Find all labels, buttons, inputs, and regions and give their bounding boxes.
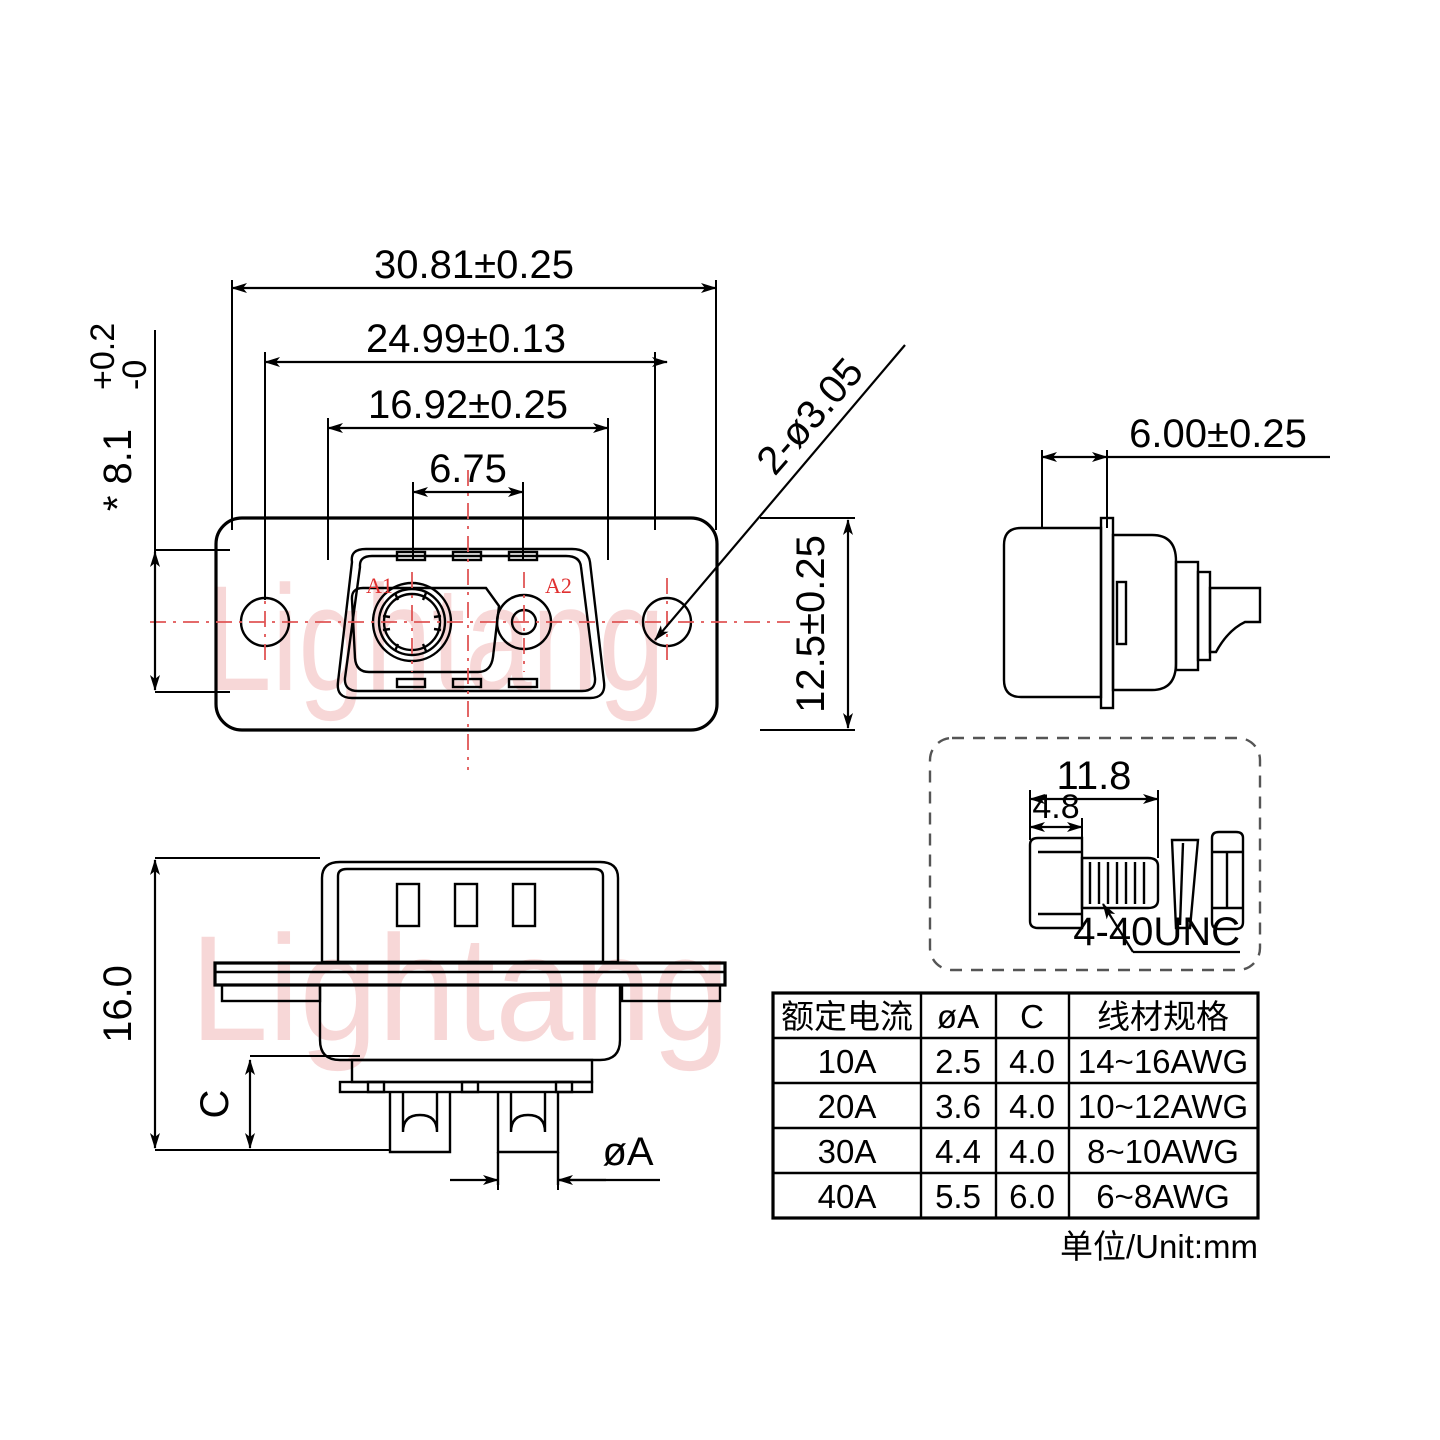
bv-tab-1 [366, 1080, 386, 1094]
front-view: A1 A2 30.81±0.25 24.99±0.13 16.92±0.25 [84, 243, 906, 770]
dim-height-left-text: * 8.1 [96, 429, 140, 511]
spec-header-c: C [1020, 998, 1044, 1035]
shell-dimple-top-1 [395, 550, 427, 562]
spec-table-frame [771, 991, 1260, 1220]
dim-c: C [193, 1055, 360, 1149]
side-boss-2 [1196, 570, 1212, 662]
bv-hood-slot-1 [395, 882, 421, 928]
side-body-rear [1002, 526, 1103, 699]
side-boss-1 [1174, 560, 1200, 672]
dim-overall-width: 30.81±0.25 [231, 243, 717, 530]
front-flange-outline [214, 516, 719, 732]
dim-side-depth: 6.00±0.25 [1041, 412, 1330, 528]
screw-accessory-nut [1210, 830, 1245, 931]
dim-height-left-tol-lower: -0 [116, 360, 154, 390]
dsub-shell-inner-line [343, 554, 597, 693]
spec-header-wire: 线材规格 [1097, 998, 1229, 1035]
screw-detail: 11.8 4.8 4-40UNC [928, 736, 1262, 972]
table-row-phia: 2.5 [935, 1043, 981, 1080]
bv-hood-outer [320, 860, 620, 964]
table-row-current: 40A [818, 1178, 877, 1215]
table-row-wire: 14~16AWG [1078, 1043, 1248, 1080]
dim-inner-width-text: 16.92±0.25 [368, 383, 568, 427]
dim-screw-head-length-text: 4.8 [1032, 788, 1079, 826]
table-row-wire: 8~10AWG [1087, 1133, 1239, 1170]
table-row-c: 4.0 [1009, 1043, 1055, 1080]
screw-accessory-ferrule [1170, 838, 1200, 930]
dim-contact-pitch-text: 6.75 [429, 447, 507, 491]
table-row-c: 4.0 [1009, 1133, 1055, 1170]
dim-screw-pitch-text: 24.99±0.13 [366, 317, 566, 361]
shell-dimple-bot-3 [507, 677, 539, 689]
table-row-c: 4.0 [1009, 1088, 1055, 1125]
bv-tab-bar [338, 1080, 594, 1094]
bv-solder-cup-2 [496, 1092, 560, 1154]
table-row-current: 20A [818, 1088, 877, 1125]
dim-height-right-text: 12.5±0.25 [789, 535, 833, 713]
bv-flange-tab-right [620, 983, 722, 1003]
dim-c-text: C [193, 1090, 237, 1119]
bv-hood-inner [336, 867, 605, 964]
bv-tab-2 [460, 1080, 480, 1094]
dim-height-left-tol-upper: +0.2 [84, 323, 122, 390]
dim-pin-dia: øA [450, 1126, 660, 1190]
dim-overall-width-text: 30.81±0.25 [374, 243, 574, 287]
dim-height-left: * 8.1 +0.2 -0 [84, 323, 230, 693]
leader-thread-spec: 4-40UNC [1073, 903, 1240, 954]
side-front-shell [1111, 533, 1178, 692]
dim-inner-width: 16.92±0.25 [327, 383, 609, 560]
side-view: 6.00±0.25 [1002, 412, 1330, 710]
insulator-trapezoid [350, 586, 501, 674]
bv-lower-body [318, 983, 622, 1062]
shell-dimple-bot-1 [395, 677, 427, 689]
screw-thread-shank [1080, 856, 1160, 910]
bottom-view: 16.0 C øA [96, 857, 727, 1190]
unit-note: 单位/Unit:mm [1060, 1228, 1258, 1265]
dim-screw-pitch: 24.99±0.13 [264, 317, 668, 600]
table-row-current: 30A [818, 1133, 877, 1170]
table-row-phia: 4.4 [935, 1133, 981, 1170]
svg-text:Lightang: Lightang [190, 904, 730, 1072]
spec-header-phia: øA [937, 998, 979, 1035]
spec-table: 额定电流 øA C 线材规格 10A 2.5 4.0 14~16AWG 20A … [771, 991, 1260, 1220]
screw-hex-head [1028, 836, 1084, 930]
bv-solder-cup-1 [388, 1092, 452, 1154]
shell-dimple-bot-2 [451, 677, 483, 689]
watermark-bottom: Lightang [190, 904, 730, 1072]
dim-screw-length: 11.8 [1029, 754, 1159, 858]
side-wire-barrel [1208, 586, 1262, 654]
dim-total-height: 16.0 [96, 857, 390, 1151]
side-inner-slot [1115, 580, 1128, 646]
table-row-current: 10A [818, 1043, 877, 1080]
shell-dimple-top-2 [451, 550, 483, 562]
dim-side-depth-text: 6.00±0.25 [1129, 412, 1307, 456]
dsub-shell-outer-line [336, 547, 606, 700]
table-row-c: 6.0 [1009, 1178, 1055, 1215]
pin-label-a2: A2 [545, 573, 572, 598]
dim-pin-dia-text: øA [602, 1130, 653, 1174]
bv-hood-slot-3 [511, 882, 537, 928]
leader-thread-spec-text: 4-40UNC [1073, 910, 1240, 954]
pin-label-a1: A1 [366, 573, 393, 598]
leader-mount-holes-text: 2-ø3.05 [748, 350, 872, 483]
dim-height-right: 12.5±0.25 [760, 517, 855, 731]
dim-contact-pitch: 6.75 [412, 447, 524, 560]
screw-thread-lines [1088, 862, 1146, 904]
table-row-phia: 5.5 [935, 1178, 981, 1215]
bv-tab-3 [554, 1080, 574, 1094]
bv-hood-slot-2 [453, 882, 479, 928]
table-row-wire: 10~12AWG [1078, 1088, 1248, 1125]
spec-header-current: 额定电流 [781, 998, 913, 1035]
dim-total-height-text: 16.0 [96, 965, 140, 1043]
leader-mount-holes: 2-ø3.05 [654, 344, 906, 641]
dim-screw-length-text: 11.8 [1057, 754, 1132, 798]
table-row-wire: 6~8AWG [1096, 1178, 1230, 1215]
dim-screw-head-length: 4.8 [1029, 788, 1083, 840]
side-flange-plate [1099, 516, 1115, 710]
table-row-phia: 3.6 [935, 1088, 981, 1125]
